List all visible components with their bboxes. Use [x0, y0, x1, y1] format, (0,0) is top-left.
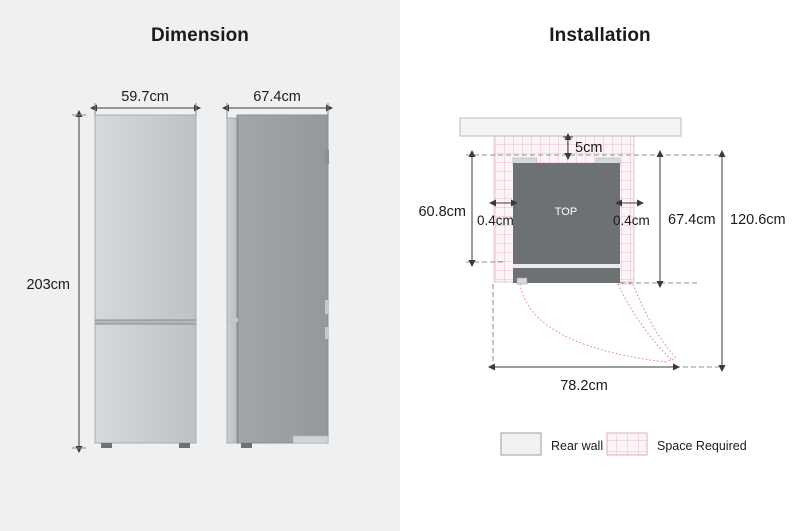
front-height-dimension: 203cm	[26, 110, 86, 453]
side-depth-dimension: 67.4cm	[222, 89, 333, 118]
panel-installation: Installation	[400, 0, 800, 531]
front-width-dimension: 59.7cm	[90, 89, 201, 115]
dimension-drawing: 59.7cm 203cm	[26, 89, 333, 453]
front-width-label: 59.7cm	[121, 89, 169, 105]
page-title-installation: Installation	[549, 25, 651, 46]
fridge-side-view	[226, 114, 329, 448]
panel-dimension: Dimension	[0, 0, 400, 531]
front-height-label: 203cm	[26, 277, 70, 293]
page-title-dimension: Dimension	[150, 25, 250, 46]
fridge-front-view	[94, 114, 197, 448]
side-depth-label: 67.4cm	[253, 89, 301, 105]
